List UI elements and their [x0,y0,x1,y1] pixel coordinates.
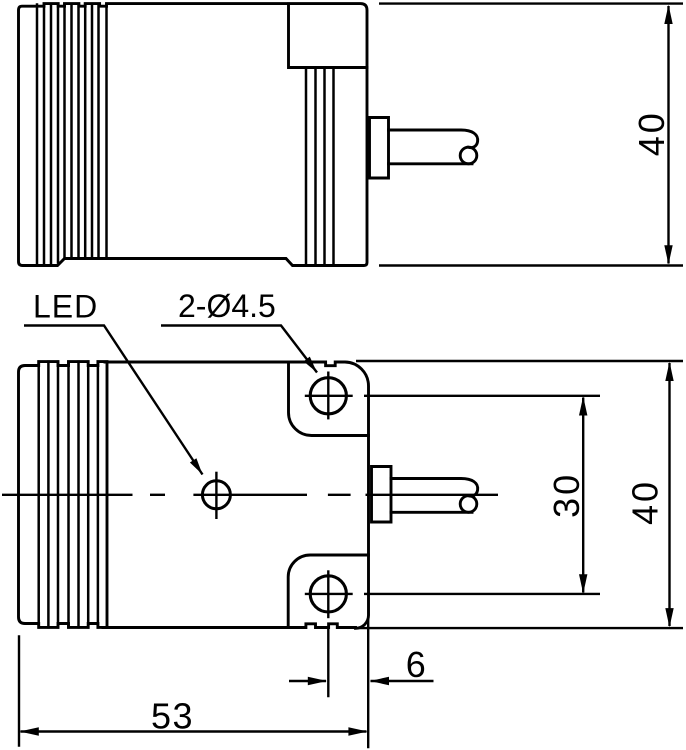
svg-text:6: 6 [406,644,428,685]
svg-text:40: 40 [625,479,666,525]
svg-text:2-Ø4.5: 2-Ø4.5 [178,288,276,324]
svg-text:LED: LED [33,289,98,325]
svg-text:30: 30 [546,472,587,518]
svg-text:53: 53 [151,696,194,737]
svg-text:40: 40 [631,110,672,156]
